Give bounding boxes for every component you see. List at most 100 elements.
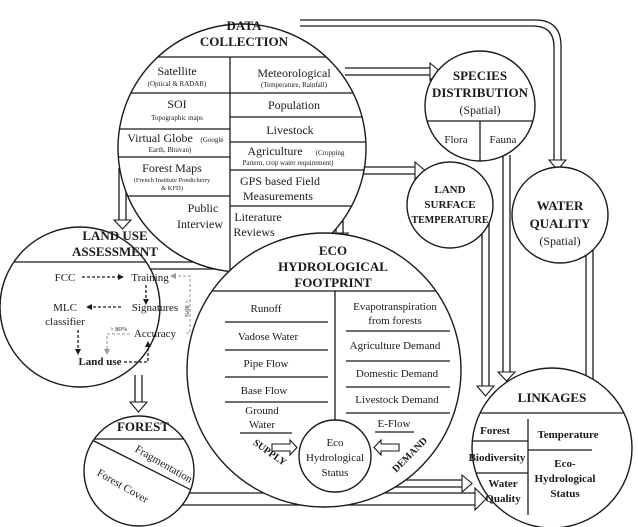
arrow-dc-to-species: [345, 67, 430, 76]
eco-base-flow: Base Flow: [241, 385, 288, 397]
arrow-dc-to-water-quality: [300, 19, 562, 160]
flow-landuse-to-accuracy: [124, 347, 149, 363]
dc-agriculture: Agriculture: [247, 144, 302, 158]
arrowhead-eco-linkages: [461, 473, 473, 494]
flow-arrowhead: [118, 274, 124, 280]
dc-forest-maps: Forest Maps: [142, 161, 202, 175]
land-use-title-2: ASSESSMENT: [72, 244, 158, 259]
lu-lt80: < 80%: [183, 300, 190, 318]
dc-satellite: Satellite: [157, 64, 196, 78]
eco-eflow: E-Flow: [378, 418, 411, 430]
eco-vadose: Vadose Water: [238, 331, 299, 343]
flow-arrowhead: [145, 341, 151, 347]
dc-agriculture-sub: Pattern, crop water requirement): [243, 159, 335, 167]
data-collection-title-1: DATA: [227, 18, 263, 33]
eco-hydrological-footprint-node: ECO HYDROLOGICAL FOOTPRINT Runoff Vadose…: [186, 232, 462, 508]
dc-agriculture-sub-inline: (Cropping: [316, 149, 345, 157]
flow-accuracy-to-landuse: [106, 333, 130, 350]
dc-virtual-globe-sub: Earth, Bhuvan): [149, 146, 192, 154]
land-use-title-1: LAND USE: [82, 228, 147, 243]
linkages-temperature: Temperature: [537, 429, 598, 441]
eco-title-2: HYDROLOGICAL: [278, 259, 388, 274]
arrow-species-to-linkages: [502, 155, 511, 372]
forest-node: FOREST Fragmentation Forest Cover: [83, 415, 195, 527]
arrowhead-forest-linkages: [474, 486, 487, 512]
lst-line-2: SURFACE: [424, 199, 475, 211]
eco-evapotranspiration: Evapotranspiration: [353, 301, 437, 313]
dc-reviews: Reviews: [233, 225, 275, 239]
eco-from-forests: from forests: [368, 315, 421, 327]
eco-title-1: ECO: [319, 243, 347, 258]
data-collection-node: DATA COLLECTION Satellite (Optical & RAD…: [117, 18, 367, 273]
arrowhead-forest: [128, 401, 149, 413]
dc-meteorological-sub: (Temperature, Rainfall): [261, 81, 328, 89]
flow-arrowhead: [170, 273, 176, 279]
demand-arrow: [373, 438, 400, 457]
eco-domestic-demand: Domestic Demand: [356, 368, 439, 380]
land-use-assessment-node: LAND USE ASSESSMENT FCC Training Signatu…: [0, 226, 191, 388]
linkages-biodiversity: Biodiversity: [469, 452, 526, 464]
lu-training: Training: [131, 272, 169, 284]
arrowhead-species-linkages: [496, 371, 517, 382]
flow-arrowhead: [104, 349, 110, 355]
dc-virtual-globe-sub-inline: (Google: [201, 136, 224, 144]
dc-public: Public: [188, 201, 219, 215]
arrow-wq-to-linkages: [585, 250, 594, 386]
dc-population: Population: [268, 98, 320, 112]
species-title-2: DISTRIBUTION: [432, 85, 529, 100]
land-surface-temperature-node: LAND SURFACE TEMPERATURE: [406, 161, 494, 249]
dc-livestock: Livestock: [266, 123, 313, 137]
supply-arrow: [271, 438, 298, 457]
eco-livestock-demand: Livestock Demand: [355, 394, 439, 406]
lst-line-1: LAND: [434, 184, 465, 196]
arrowhead-water-quality: [547, 159, 568, 171]
water-quality-node: WATER QUALITY (Spatial): [511, 166, 609, 264]
eco-water: Water: [249, 419, 275, 431]
lu-fcc: FCC: [55, 272, 76, 284]
arrowhead-landuse: [112, 219, 133, 230]
dc-literature: Literature: [234, 210, 281, 224]
linkages-eco-3: Status: [550, 488, 580, 500]
forest-title: FOREST: [117, 419, 169, 434]
eco-status-1: Eco: [326, 437, 344, 449]
eco-status-circle: [298, 419, 372, 493]
flow-arrowhead: [143, 299, 149, 305]
wq-line-1: WATER: [537, 198, 584, 213]
flow-arrowhead: [86, 304, 92, 310]
dc-interview: Interview: [177, 217, 223, 231]
lu-accuracy: Accuracy: [134, 328, 177, 340]
lu-classifier: classifier: [45, 316, 85, 328]
dc-gps-2: Measurements: [243, 189, 313, 203]
eco-agri-demand: Agriculture Demand: [350, 340, 441, 352]
dc-forest-maps-sub2: & KFD): [161, 185, 183, 192]
eco-pipe-flow: Pipe Flow: [244, 358, 289, 370]
dc-virtual-globe: Virtual Globe: [127, 131, 193, 145]
lu-mlc: MLC: [53, 302, 77, 314]
flow-arrowhead: [75, 349, 81, 355]
species-title-1: SPECIES: [453, 68, 507, 83]
species-flora: Flora: [444, 134, 467, 146]
linkages-quality: Quality: [485, 493, 521, 505]
arrow-lst-to-linkages: [481, 215, 490, 386]
dc-soi-sub: Topographic maps: [151, 114, 203, 122]
eco-runoff: Runoff: [251, 303, 282, 315]
linkages-eco-2: Hydrological: [535, 473, 596, 485]
linkages-water: Water: [488, 478, 517, 490]
linkages-node: LINKAGES Forest Biodiversity Water Quali…: [469, 367, 633, 527]
linkages-forest: Forest: [480, 425, 510, 437]
eco-status-2: Hydrological: [306, 452, 364, 464]
wq-line-2: QUALITY: [530, 216, 591, 231]
lu-land-use: Land use: [78, 356, 121, 368]
wq-line-3: (Spatial): [539, 234, 580, 248]
eco-status-3: Status: [322, 467, 349, 479]
eco-ground: Ground: [245, 405, 279, 417]
lst-line-3: TEMPERATURE: [411, 215, 488, 226]
dc-meteorological: Meteorological: [257, 66, 331, 80]
data-collection-title-2: COLLECTION: [200, 34, 289, 49]
eco-title-3: FOOTPRINT: [294, 275, 372, 290]
species-distribution-node: SPECIES DISTRIBUTION (Spatial) Flora Fau…: [424, 50, 536, 162]
linkages-title: LINKAGES: [518, 390, 587, 405]
lu-gt80: > 80%: [110, 326, 128, 333]
arrowhead-lst-linkages: [475, 385, 496, 397]
